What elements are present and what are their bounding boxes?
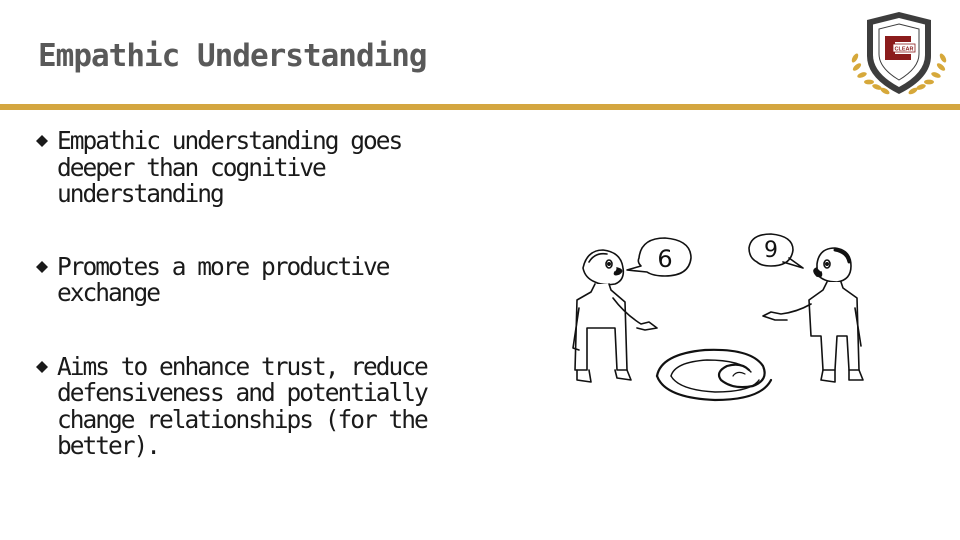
right-bubble-numeral: 9 (764, 238, 778, 263)
perspective-cartoon-illustration: 6 9 (572, 233, 864, 402)
left-person-figure (572, 249, 658, 383)
right-speech-bubble: 9 (748, 233, 804, 269)
logo-text: CLEAR (895, 47, 914, 53)
diamond-bullet-icon (36, 360, 48, 373)
left-bubble-numeral: 6 (657, 245, 672, 273)
slide-title: Empathic Understanding (38, 38, 428, 74)
right-person-figure (762, 247, 864, 383)
diamond-bullet-icon (36, 260, 48, 273)
bullet-list: Empathic understanding goes deeper than … (36, 126, 476, 460)
laurel-right-icon (908, 53, 947, 95)
clear-logo: CLEAR (851, 12, 947, 95)
diamond-bullet-icon (36, 135, 48, 147)
bullet-item: Promotes a more productive exchange (36, 251, 476, 307)
floor-numeral (655, 348, 773, 402)
bullet-text: Empathic understanding goes deeper than … (57, 126, 403, 208)
bullet-text: Promotes a more productive exchange (57, 251, 391, 307)
left-speech-bubble: 6 (626, 237, 692, 277)
title-divider (0, 104, 960, 110)
bullet-item: Aims to enhance trust, reduce defensiven… (36, 351, 476, 460)
bullet-text: Aims to enhance trust, reduce defensiven… (57, 351, 429, 460)
bullet-item: Empathic understanding goes deeper than … (36, 126, 476, 208)
laurel-left-icon (851, 53, 890, 95)
